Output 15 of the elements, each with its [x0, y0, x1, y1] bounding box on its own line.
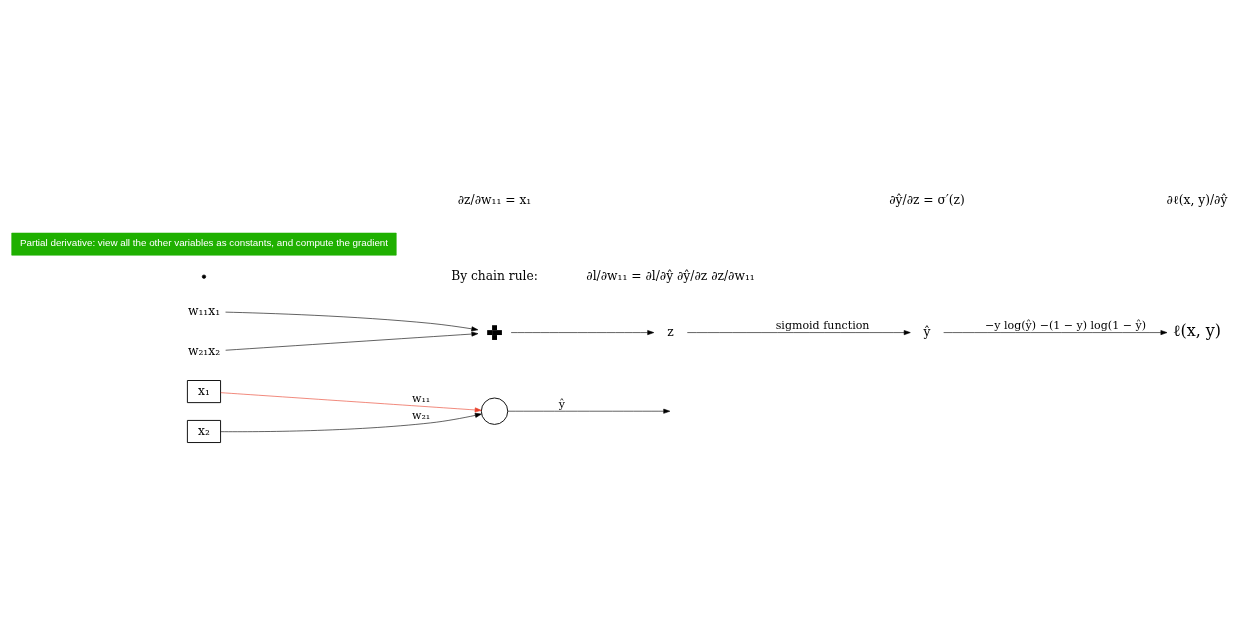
label: ∂z/∂w₁₁ = x₁: [457, 192, 532, 207]
label: ∂ŷ/∂z = σ′(z): [889, 192, 965, 207]
edge-label: sigmoid function: [775, 319, 870, 333]
node-text: z: [667, 324, 674, 339]
node-text: w₂₁x₂: [187, 343, 221, 358]
edge-label: −y log(ŷ) −(1 − y) log(1 − ŷ): [985, 319, 1147, 333]
node-text: ŷ: [923, 324, 931, 339]
label: ∂l/∂w₁₁ = ∂l/∂ŷ ∂ŷ/∂z ∂z/∂w₁₁: [586, 268, 755, 283]
edge-label: w₂₁: [411, 409, 431, 423]
edge-label: ŷ: [558, 397, 565, 411]
label: ∂ℓ(x, y)/∂ŷ: [1166, 192, 1228, 207]
label: By chain rule:: [451, 268, 538, 283]
edge-label: w₁₁: [411, 392, 431, 406]
node-text: w₁₁x₁: [187, 303, 221, 318]
node-text: ℓ(x, y): [1172, 321, 1222, 341]
